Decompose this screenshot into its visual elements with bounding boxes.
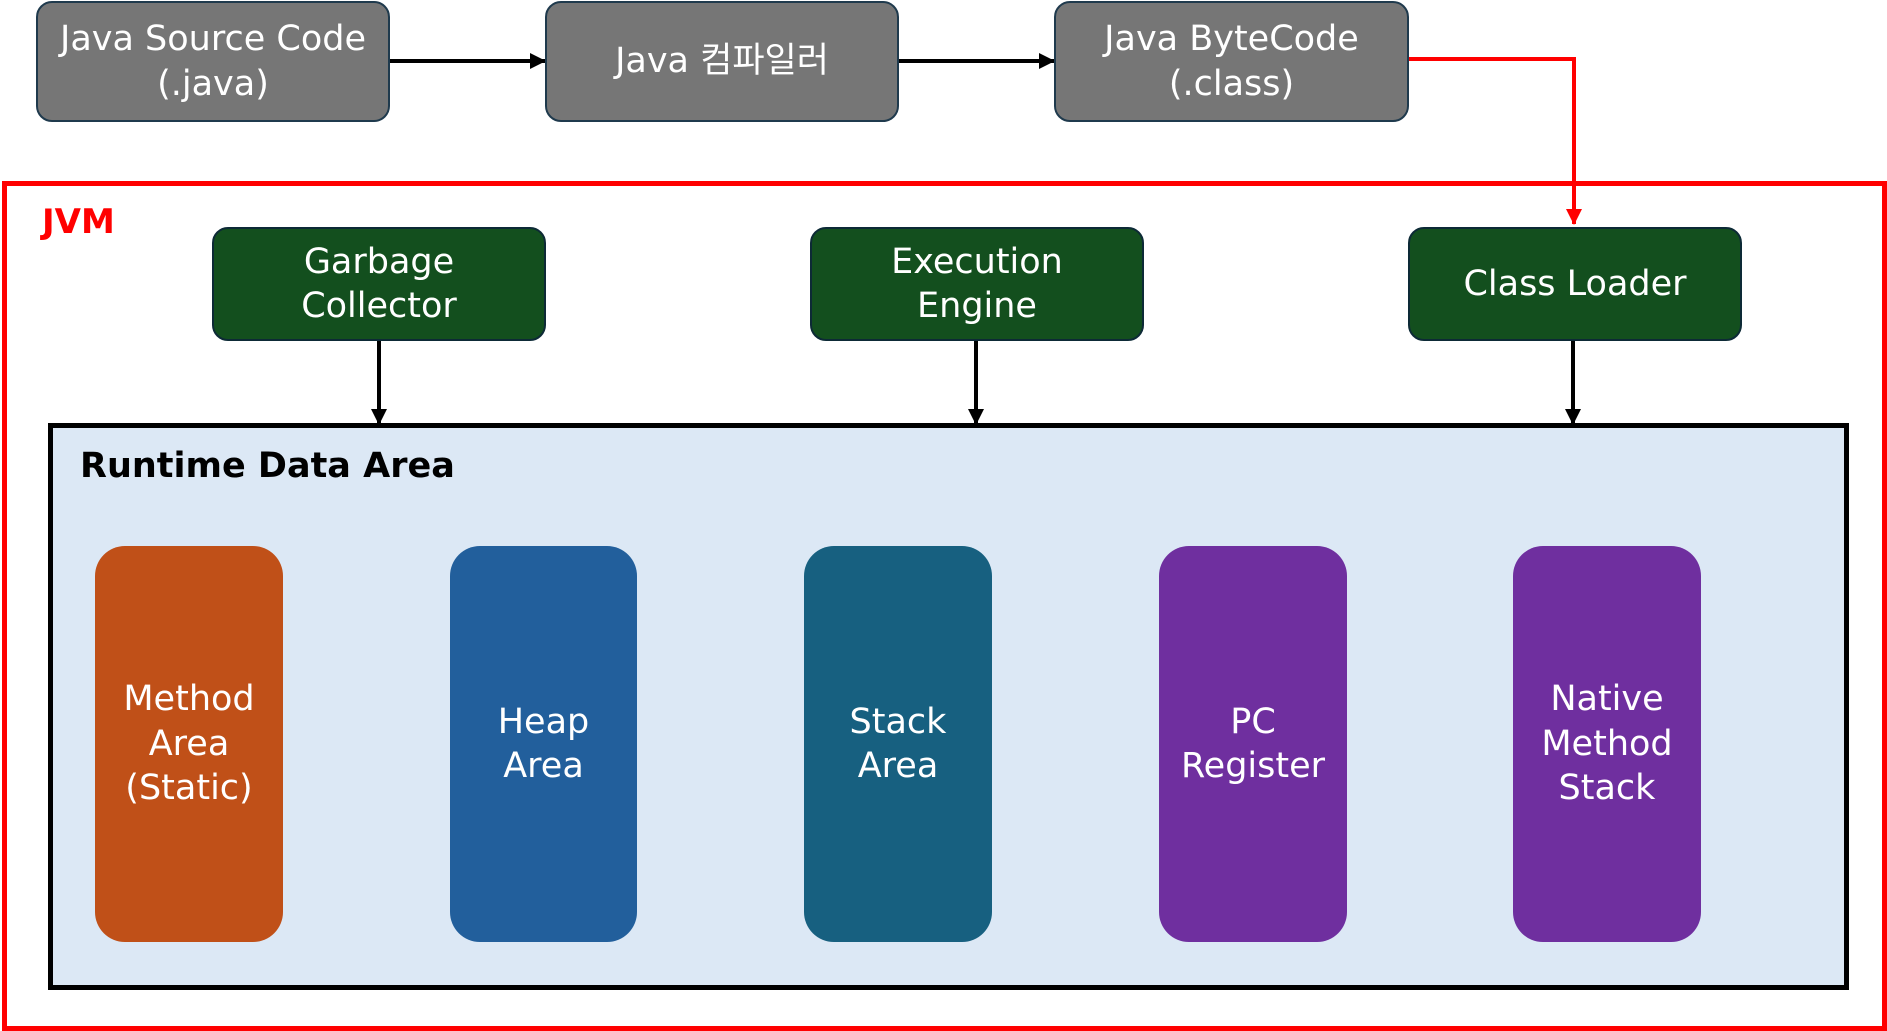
execution-engine-line-1: Execution [891, 241, 1063, 282]
native-method-stack-box: Native Method Stack [1513, 546, 1701, 942]
garbage-collector-line-1: Garbage [303, 241, 455, 282]
method-area-line-3: (Static) [125, 768, 253, 809]
stack-area-box: Stack Area [804, 546, 992, 942]
java-bytecode-line-1: Java ByteCode [1104, 19, 1359, 60]
garbage-collector-box: Garbage Collector [212, 227, 546, 341]
stack-area-line-2: Area [857, 746, 939, 786]
pc-register-line-2: Register [1180, 746, 1326, 786]
native-method-stack-line-2: Method [1541, 723, 1673, 764]
runtime-data-area-title: Runtime Data Area [80, 446, 455, 486]
arrow-bytecode-to-class-loader [1409, 57, 1582, 225]
execution-engine-box: Execution Engine [810, 227, 1144, 341]
java-bytecode-line-2: (.class) [1168, 63, 1295, 104]
stack-area-line-1: Stack [849, 701, 947, 742]
heap-area-line-2: Area [503, 746, 584, 786]
java-compiler-label: Java 컴파일러 [615, 41, 829, 82]
class-loader-label: Class Loader [1463, 263, 1687, 304]
java-source-code-line-2: (.java) [157, 63, 269, 104]
heap-area-box: Heap Area [450, 546, 637, 942]
pc-register-line-1: PC [1230, 701, 1276, 742]
pc-register-box: PC Register [1159, 546, 1347, 942]
native-method-stack-line-3: Stack [1558, 768, 1656, 809]
java-source-code-box: Java Source Code (.java) [36, 1, 390, 122]
method-area-line-2: Area [148, 723, 230, 764]
method-area-box: Method Area (Static) [95, 546, 283, 942]
jvm-boundary [2, 181, 1887, 1031]
jvm-label: JVM [42, 202, 115, 242]
java-compiler-box: Java 컴파일러 [545, 1, 899, 122]
class-loader-box: Class Loader [1408, 227, 1742, 341]
method-area-line-1: Method [123, 679, 255, 720]
native-method-stack-line-1: Native [1550, 679, 1664, 720]
garbage-collector-line-2: Collector [301, 286, 457, 326]
execution-engine-line-2: Engine [917, 286, 1037, 326]
java-source-code-line-1: Java Source Code [60, 19, 366, 60]
heap-area-line-1: Heap [497, 701, 590, 742]
java-bytecode-box: Java ByteCode (.class) [1054, 1, 1409, 122]
